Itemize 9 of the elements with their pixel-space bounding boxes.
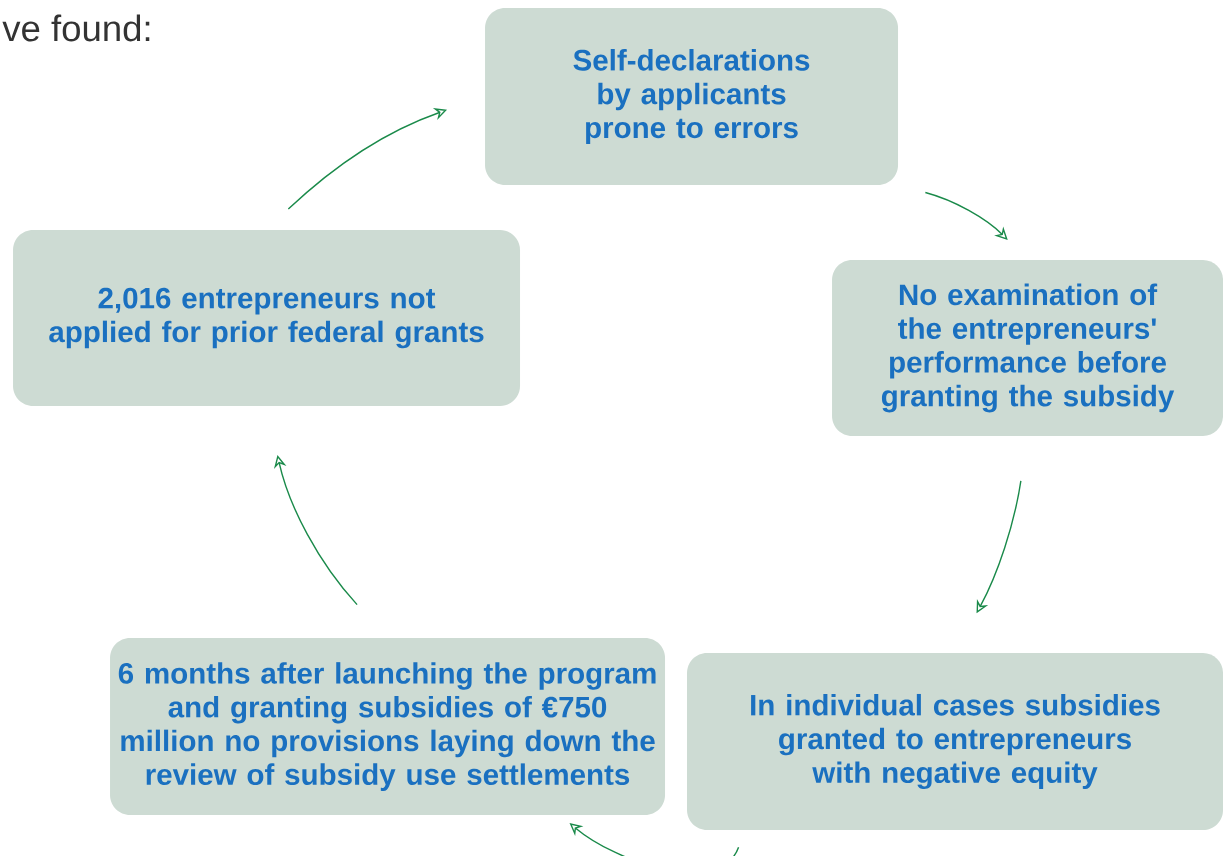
curved-arrow	[273, 455, 358, 606]
rounded-box: 6 months after launching the program and granting subsidies of €750 million no provisions laying down the review of subsidy use settlements	[110, 638, 666, 815]
rounded-box: 2,016 entrepreneurs not applied for prior federal grants	[13, 230, 521, 406]
rounded-box: No examination of the entrepreneurs' performance before granting the subsidy	[832, 260, 1223, 436]
rounded-box: Self-declarations by applicants prone to errors	[485, 8, 899, 185]
curved-arrow	[924, 191, 1008, 240]
rounded-box: In individual cases subsidies granted to entrepreneurs with negative equity	[687, 653, 1223, 830]
heading-text: ve found:	[2, 14, 150, 42]
curved-arrow	[287, 108, 447, 210]
